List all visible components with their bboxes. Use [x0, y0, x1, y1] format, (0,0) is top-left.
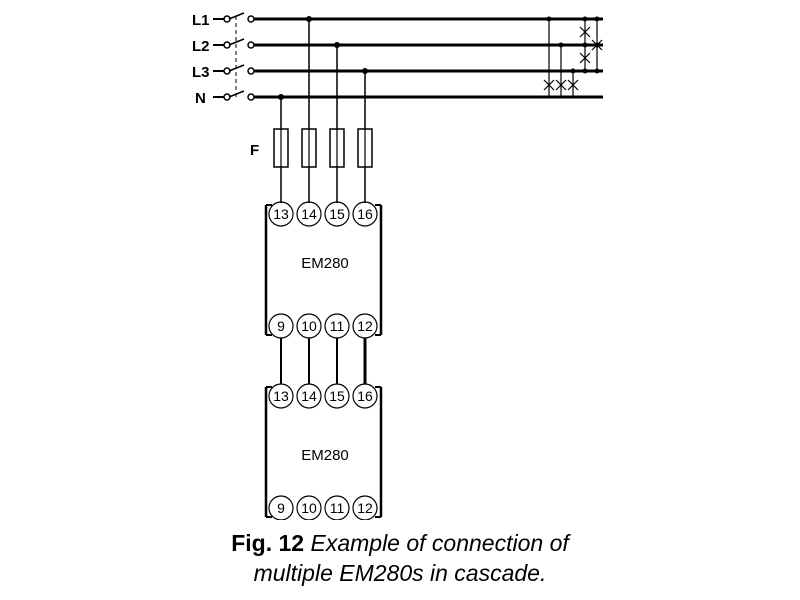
terminal-circle	[324, 495, 350, 520]
caption-text-2: multiple EM280s in cascade.	[253, 560, 547, 586]
switch-contact	[247, 67, 255, 75]
em280-device-2: EM280 13 14 15 16 9 10 11 12	[273, 388, 373, 516]
device-name: EM280	[301, 447, 349, 464]
junction-dot	[582, 68, 588, 74]
line-label-l2: L2	[192, 38, 210, 55]
junction-dot	[582, 42, 588, 48]
terminal-label: 13	[273, 388, 289, 404]
junction-dot	[570, 68, 576, 74]
terminal-circle	[296, 495, 322, 520]
junction-dot	[558, 42, 564, 48]
diagram-geometry	[213, 12, 603, 520]
switch-contact	[247, 41, 255, 49]
junction-dot	[582, 16, 588, 22]
terminal-label: 15	[329, 388, 345, 404]
figure-caption-line-1: Fig. 12 Example of connection of	[0, 528, 800, 558]
terminal-label: 13	[273, 206, 289, 222]
cross-mark	[555, 79, 567, 91]
terminal-circle	[296, 201, 322, 227]
junction-dot	[546, 16, 552, 22]
terminal-label: 9	[277, 318, 285, 334]
terminal-circle	[268, 495, 294, 520]
em280-device-1: EM280 13 14 15 16 9 10 11 12	[273, 206, 373, 334]
terminal-label: 11	[330, 318, 345, 334]
terminal-label: 16	[357, 206, 373, 222]
line-label-n: N	[195, 90, 206, 107]
wiring-diagram: L1 L2 L3 N F EM280 13 14 15 16 9 10 11 1…	[192, 12, 603, 520]
fuse-label: F	[250, 142, 259, 159]
terminal-label: 10	[301, 318, 317, 334]
terminal-label: 9	[277, 500, 285, 516]
switch-contact	[247, 93, 255, 101]
cross-mark	[567, 79, 579, 91]
terminal-label: 15	[329, 206, 345, 222]
terminal-circle	[324, 201, 350, 227]
cross-mark	[543, 79, 555, 91]
terminal-label: 14	[301, 388, 317, 404]
line-label-l1: L1	[192, 12, 210, 29]
switch-contact	[247, 15, 255, 23]
terminal-label: 11	[330, 500, 345, 516]
terminal-circle	[352, 495, 378, 520]
terminal-circle	[352, 201, 378, 227]
terminal-label: 14	[301, 206, 317, 222]
figure-caption-line-2: multiple EM280s in cascade.	[0, 558, 800, 588]
terminal-label: 10	[301, 500, 317, 516]
cross-mark	[579, 52, 591, 64]
junction-dot	[594, 68, 600, 74]
figure-number: Fig. 12	[231, 530, 305, 556]
terminal-label: 12	[357, 318, 373, 334]
cross-mark	[591, 39, 603, 51]
junction-dot	[594, 16, 600, 22]
terminal-label: 16	[357, 388, 373, 404]
terminal-circle	[268, 201, 294, 227]
terminal-label: 12	[357, 500, 373, 516]
cross-mark	[579, 26, 591, 38]
switch-blade	[228, 38, 245, 46]
device-name: EM280	[301, 255, 349, 272]
caption-text-1: Example of connection of	[304, 530, 569, 556]
line-label-l3: L3	[192, 64, 210, 81]
